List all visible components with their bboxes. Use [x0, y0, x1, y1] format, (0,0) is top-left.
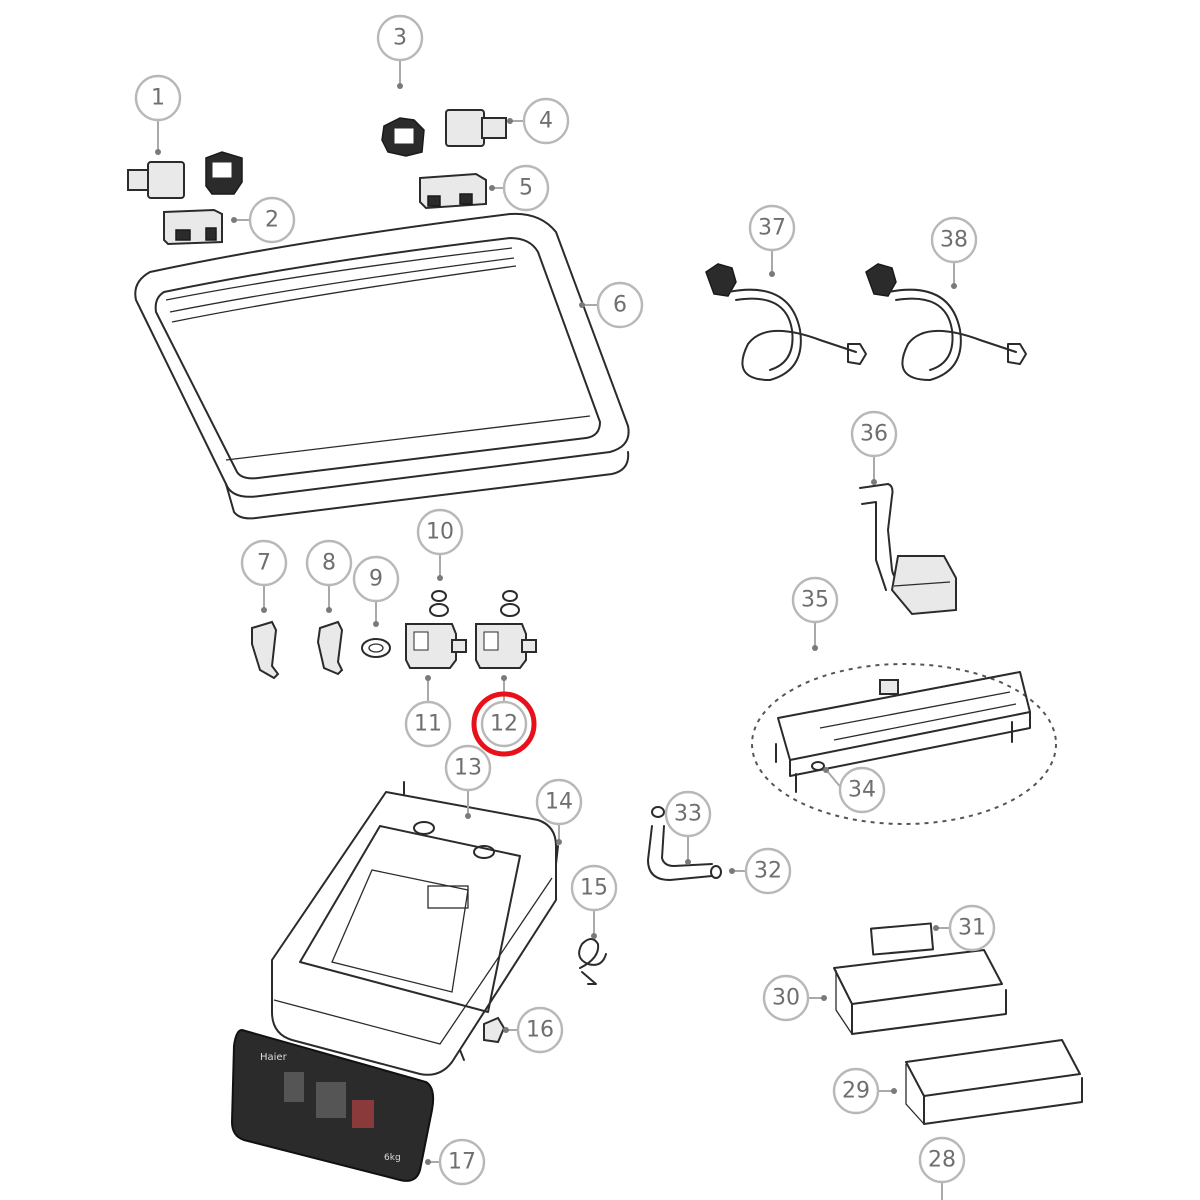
- callout-14-label: 14: [545, 790, 573, 815]
- callout-34[interactable]: 34: [838, 766, 886, 814]
- callout-38[interactable]: 38: [930, 216, 978, 264]
- callout-37-label: 37: [758, 216, 786, 241]
- callout-14[interactable]: 14: [535, 778, 583, 826]
- callout-15-label: 15: [580, 876, 608, 901]
- part-15-spring: [578, 938, 607, 985]
- callout-6-label: 6: [613, 293, 627, 318]
- callout-2-label: 2: [265, 208, 279, 233]
- part-1-hinge-bushing: [127, 151, 243, 199]
- callout-17[interactable]: 17: [438, 1138, 486, 1186]
- callout-30-label: 30: [772, 986, 800, 1011]
- part-16-bracket: [459, 1016, 506, 1061]
- part-33-hose: [647, 806, 722, 881]
- part-35-pcb-assembly: [751, 663, 1057, 825]
- callout-31-label: 31: [958, 916, 986, 941]
- part-29-rail: [905, 1039, 1083, 1125]
- part-2-bracket: [163, 208, 223, 246]
- callout-11[interactable]: 11: [404, 700, 452, 748]
- callout-3[interactable]: 3: [376, 14, 424, 62]
- part-6-lid-frame: [134, 212, 630, 520]
- part-4-bushing: [445, 109, 507, 147]
- callout-28[interactable]: 28: [918, 1136, 966, 1184]
- callout-9[interactable]: 9: [352, 555, 400, 603]
- part-7-hinge: [251, 620, 280, 680]
- highlight-ring: [471, 691, 537, 757]
- callout-12[interactable]: 12: [480, 700, 528, 748]
- callout-16[interactable]: 16: [516, 1006, 564, 1054]
- callout-10[interactable]: 10: [416, 508, 464, 556]
- part-9-washer: [361, 638, 391, 658]
- callout-35[interactable]: 35: [791, 576, 839, 624]
- callout-29[interactable]: 29: [832, 1067, 880, 1115]
- callout-5[interactable]: 5: [502, 164, 550, 212]
- callout-36[interactable]: 36: [850, 410, 898, 458]
- panel-brand-text: Haier: [260, 1052, 288, 1063]
- callout-1-label: 1: [151, 86, 165, 111]
- callout-30[interactable]: 30: [762, 974, 810, 1022]
- callout-7-label: 7: [257, 551, 271, 576]
- callout-10-label: 10: [426, 520, 454, 545]
- callout-34-label: 34: [848, 778, 876, 803]
- callout-1[interactable]: 1: [134, 74, 182, 122]
- part-36-level-sensor: [859, 483, 957, 616]
- callout-29-label: 29: [842, 1079, 870, 1104]
- part-5-bracket: [419, 172, 487, 210]
- callout-4[interactable]: 4: [522, 97, 570, 145]
- callout-15[interactable]: 15: [570, 864, 618, 912]
- part-13-top-cover: [271, 791, 557, 1076]
- callout-7[interactable]: 7: [240, 539, 288, 587]
- callout-31[interactable]: 31: [948, 904, 996, 952]
- callout-3-label: 3: [393, 26, 407, 51]
- callout-9-label: 9: [369, 567, 383, 592]
- callout-36-label: 36: [860, 422, 888, 447]
- callout-13-label: 13: [454, 756, 482, 781]
- panel-capacity-text: 6kg: [384, 1153, 401, 1163]
- callout-35-label: 35: [801, 588, 829, 613]
- callout-8[interactable]: 8: [305, 539, 353, 587]
- callout-32-label: 32: [754, 859, 782, 884]
- callout-5-label: 5: [519, 176, 533, 201]
- part-38-inlet-hose: [865, 263, 1027, 381]
- callout-16-label: 16: [526, 1018, 554, 1043]
- callout-33-label: 33: [674, 802, 702, 827]
- part-14-screw: [403, 781, 559, 865]
- part-3-hinge-bracket: [381, 117, 425, 157]
- callout-17-label: 17: [448, 1150, 476, 1175]
- part-30-rail: [833, 949, 1007, 1035]
- part-31-label: [869, 922, 935, 956]
- callout-38-label: 38: [940, 228, 968, 253]
- part-11-inlet-valve: [405, 590, 467, 669]
- callout-4-label: 4: [539, 109, 553, 134]
- callout-37[interactable]: 37: [748, 204, 796, 252]
- callout-32[interactable]: 32: [744, 847, 792, 895]
- part-37-inlet-hose: [705, 263, 867, 381]
- callout-33[interactable]: 33: [664, 790, 712, 838]
- callout-6[interactable]: 6: [596, 281, 644, 329]
- callout-2[interactable]: 2: [248, 196, 296, 244]
- callout-11-label: 11: [414, 712, 442, 737]
- part-17-control-panel: Haier 6kg: [230, 1028, 435, 1182]
- callout-28-label: 28: [928, 1148, 956, 1173]
- leader-lines: [155, 60, 957, 1200]
- part-8-hinge: [316, 620, 344, 676]
- callout-8-label: 8: [322, 551, 336, 576]
- callout-12-label: 12: [490, 712, 518, 737]
- part-12-inlet-valve: [475, 590, 537, 669]
- callout-13[interactable]: 13: [444, 744, 492, 792]
